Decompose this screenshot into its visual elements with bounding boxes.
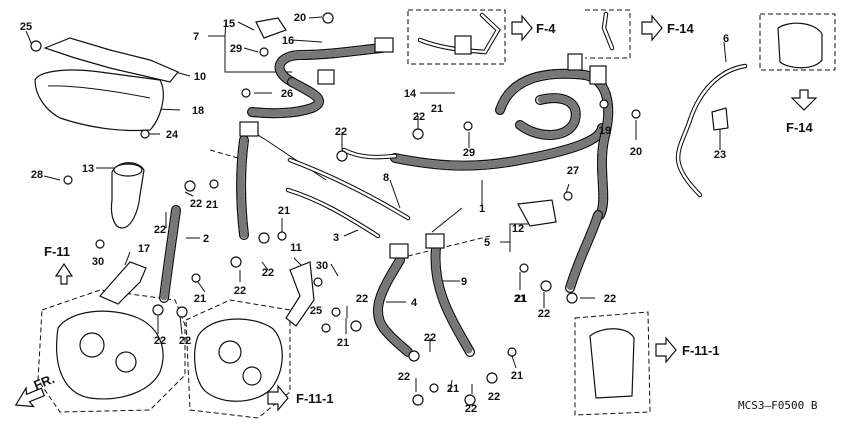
callout: 21 [447,383,459,395]
ref-f111-bottom: F-11-1 [296,391,334,406]
callout: 4 [411,297,418,309]
callout: 2 [203,233,209,245]
callout: 22 [604,293,616,305]
callout: 22 [179,335,191,347]
callout: 7 [193,31,199,43]
callout: 21 [278,205,290,217]
callout: 20 [294,12,306,24]
callout: 1 [479,203,485,215]
callout: 3 [333,232,339,244]
f111-bottom-arrow [267,384,289,412]
callout: 26 [281,88,293,100]
callout-numbers: 25 15 20 7 29 16 10 18 24 26 14 21 22 22… [20,12,729,415]
callout: 10 [194,71,206,83]
callout: 17 [138,243,150,255]
ref-front: FR. [32,371,57,393]
callout: 18 [192,105,204,117]
dashed-outlines [37,9,836,419]
callout: 19 [599,125,611,137]
f111-right-arrow [655,336,677,364]
callout: 22 [488,391,500,403]
callout: 29 [463,147,475,159]
callout: 27 [567,165,579,177]
f14-top-arrow [641,14,663,42]
fasteners [30,12,641,406]
callout: 22 [356,293,368,305]
callout: 21 [511,370,523,382]
callout: 11 [290,242,302,254]
callout: 24 [166,129,179,141]
ref-f14-right: F-14 [786,120,814,135]
ref-f14-top: F-14 [667,21,695,36]
callout: 21 [194,293,206,305]
callout: 22 [262,267,274,279]
callout: 22 [154,335,166,347]
callout: 6 [723,33,729,45]
callout: 16 [282,35,294,47]
callout: 22 [538,308,550,320]
reference-arrows [14,14,818,412]
callout: 21 [337,337,349,349]
front-arrow [14,386,46,408]
callout: 22 [234,285,246,297]
callout: 25 [310,305,322,317]
callout: 21 [515,293,527,305]
callout: 21 [431,103,443,115]
callout: 21 [514,293,526,305]
f4-arrow [511,14,533,42]
callout: 22 [398,371,410,383]
callout: 28 [31,169,43,181]
callout: 22 [190,198,202,210]
callout: 30 [92,256,104,268]
ref-f4: F-4 [536,21,556,36]
callout: 20 [630,146,642,158]
f14-down-arrow [790,89,818,111]
callout: 22 [424,332,436,344]
callout: 23 [714,149,726,161]
callout: 22 [413,111,425,123]
callout: 13 [82,163,94,175]
callout: 5 [484,237,490,249]
callout: 30 [316,260,328,272]
callout: 8 [383,172,389,184]
metal-brake-pipes [285,11,748,239]
brake-hoses [159,43,614,357]
callout: 22 [335,126,347,138]
f11-up-arrow [54,262,74,285]
callout: 14 [404,88,417,100]
parts [34,17,823,402]
leader-lines [25,16,727,394]
callout: 15 [223,18,235,30]
diagram-code: MCS3—F0500 B [738,399,818,412]
callout: 9 [461,276,467,288]
callout: 29 [230,43,242,55]
ref-f111-right: F-11-1 [682,343,720,358]
callout: 22 [465,403,477,415]
callout: 21 [206,199,218,211]
reference-labels: F-4 F-14 F-14 F-11 F-11-1 F-11-1 FR. MCS… [32,21,818,412]
callout: 12 [512,223,524,235]
callout: 22 [154,224,166,236]
ref-f11: F-11 [44,244,70,259]
callout: 25 [20,21,32,33]
